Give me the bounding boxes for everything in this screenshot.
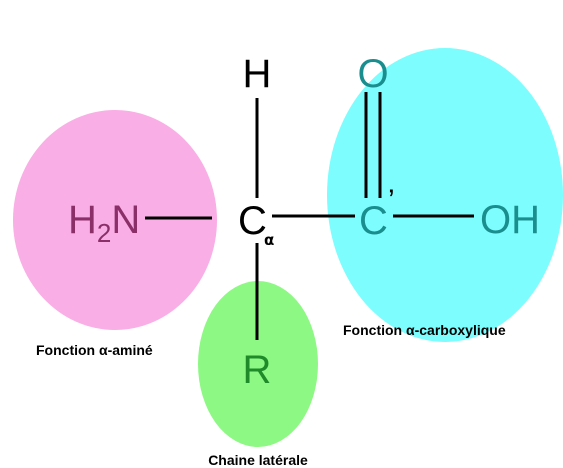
carboxyl-carbon-atom: C — [359, 199, 388, 243]
hydrogen-atom: H — [243, 52, 272, 96]
side-chain-caption: Chaine latérale — [208, 452, 308, 468]
carboxyl-group-region — [327, 48, 563, 342]
carboxyl-group-caption: Fonction α-carboxylique — [343, 322, 506, 338]
prime-mark: ’ — [388, 184, 395, 217]
amine-group-formula: H2N — [68, 198, 140, 248]
amine-group-caption: Fonction α-aminé — [36, 342, 153, 358]
side-chain-region — [198, 281, 318, 447]
amine-group-region — [13, 110, 217, 330]
hydroxyl-group: OH — [480, 198, 540, 242]
alpha-carbon-atom: C — [238, 199, 267, 243]
side-chain-atom: R — [243, 348, 272, 392]
alpha-subscript: α — [264, 231, 274, 249]
carbonyl-oxygen-atom: O — [357, 52, 388, 96]
